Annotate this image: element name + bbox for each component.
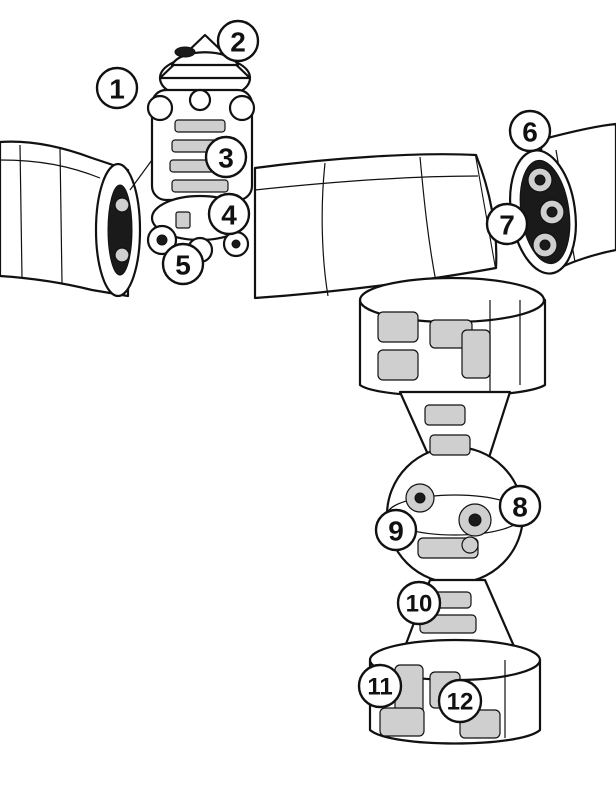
callout-12-circle bbox=[437, 678, 483, 724]
left-tube-module bbox=[0, 140, 142, 298]
callout-3: 3 bbox=[204, 135, 248, 179]
callout-5-label: 5 bbox=[175, 250, 191, 281]
callout-4-circle bbox=[207, 192, 251, 236]
callout-9: 9 bbox=[374, 508, 418, 552]
callout-6: 6 bbox=[508, 109, 552, 153]
callout-8-circle bbox=[498, 484, 542, 528]
callout-8: 8 bbox=[498, 484, 542, 528]
callout-2-circle bbox=[216, 19, 260, 63]
callout-9-circle bbox=[374, 508, 418, 552]
callout-5-circle bbox=[161, 242, 205, 286]
callout-12: 12 bbox=[437, 678, 483, 724]
callout-10: 10 bbox=[396, 580, 442, 626]
callout-11-circle bbox=[357, 663, 403, 709]
central-tube-module bbox=[253, 153, 498, 300]
right-tube-module bbox=[509, 122, 616, 275]
callout-6-label: 6 bbox=[522, 117, 538, 148]
callout-9-label: 9 bbox=[388, 516, 404, 547]
callout-4-label: 4 bbox=[221, 200, 237, 231]
callout-1-label: 1 bbox=[109, 74, 125, 105]
callout-2-label: 2 bbox=[230, 27, 246, 58]
callout-4: 4 bbox=[207, 192, 251, 236]
callout-6-circle bbox=[508, 109, 552, 153]
callout-5: 5 bbox=[161, 242, 205, 286]
callout-3-circle bbox=[204, 135, 248, 179]
callout-11: 11 bbox=[357, 663, 403, 709]
vertical-stack-module bbox=[358, 276, 547, 745]
callout-3-label: 3 bbox=[218, 143, 234, 174]
callout-7-label: 7 bbox=[499, 210, 515, 241]
callout-1: 1 bbox=[95, 66, 139, 110]
callout-2: 2 bbox=[216, 19, 260, 63]
upper-node-ports bbox=[146, 88, 256, 193]
callout-10-circle bbox=[396, 580, 442, 626]
callout-8-label: 8 bbox=[512, 492, 528, 523]
callout-10-label: 10 bbox=[406, 591, 433, 618]
internal-components bbox=[377, 311, 501, 739]
callout-12-label: 12 bbox=[447, 689, 474, 716]
callout-1-circle bbox=[95, 66, 139, 110]
callout-7-circle bbox=[485, 202, 529, 246]
callout-11-label: 11 bbox=[367, 674, 392, 701]
callout-7: 7 bbox=[485, 202, 529, 246]
